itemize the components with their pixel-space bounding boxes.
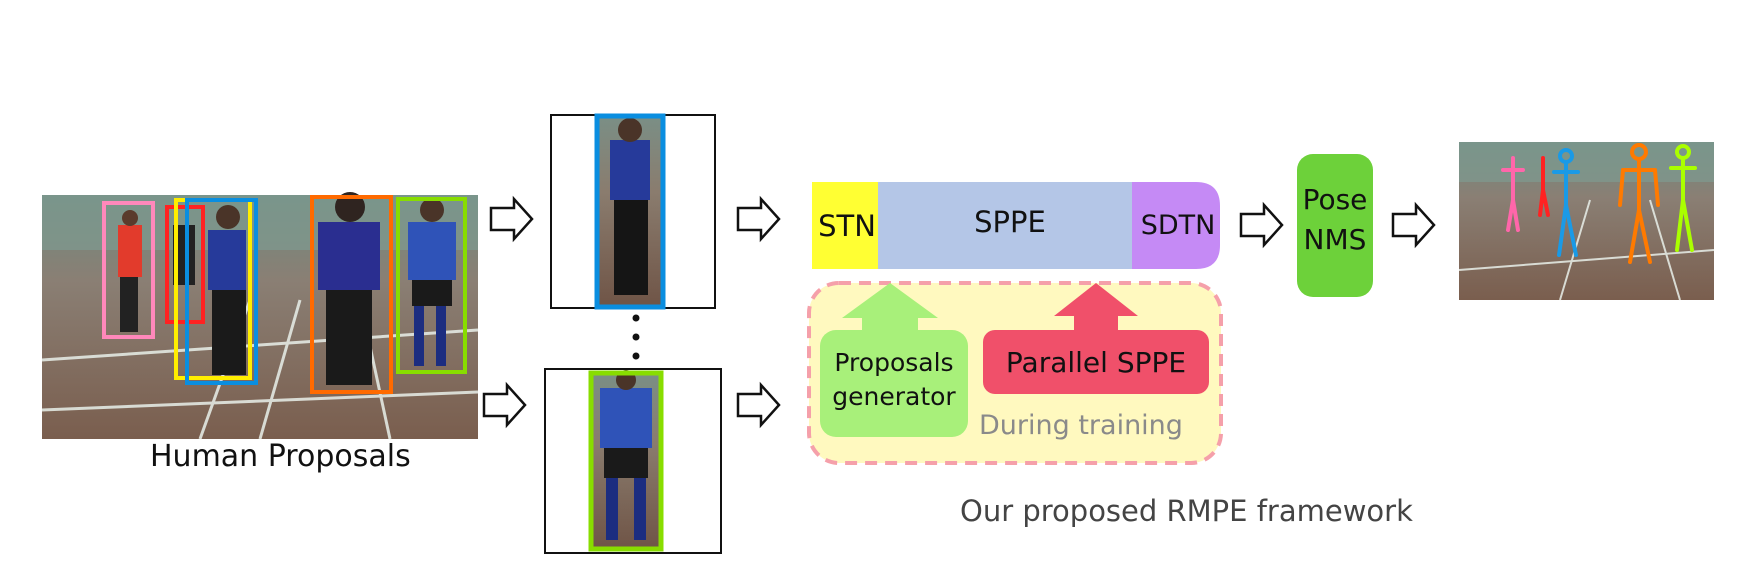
parallel-sppe-box xyxy=(983,330,1209,394)
during-training-label: During training xyxy=(979,410,1183,441)
crop-bottom xyxy=(544,368,722,554)
red-arrow-icon xyxy=(1054,283,1138,330)
proposals-generator-label: Proposals generator xyxy=(820,346,968,414)
sppe-label: SPPE xyxy=(974,204,1046,239)
input-image xyxy=(41,192,479,440)
caption: Our proposed RMPE framework xyxy=(960,494,1413,528)
skeleton-orange xyxy=(1618,143,1660,264)
proposals-generator-box xyxy=(820,330,968,437)
pose-nms-line2: NMS xyxy=(1303,223,1367,256)
skeleton-red xyxy=(1538,156,1550,217)
arrow-icon xyxy=(482,381,527,429)
proposals-generator-line1: Proposals xyxy=(834,348,954,377)
stn-label: STN xyxy=(818,208,876,243)
arrow-icon xyxy=(736,195,781,243)
green-arrow-icon xyxy=(842,283,938,332)
arrow-icon xyxy=(736,381,781,429)
ellipsis-dots xyxy=(632,314,640,360)
human-proposals-label: Human Proposals xyxy=(150,439,411,474)
parallel-sppe-label: Parallel SPPE xyxy=(1005,345,1187,379)
proposal-box-orange xyxy=(310,195,393,394)
pose-nms-line1: Pose xyxy=(1302,183,1368,216)
proposal-box-green xyxy=(396,197,467,374)
proposal-box-pink xyxy=(102,201,155,339)
sppe-pipeline xyxy=(812,182,1220,269)
skeleton-green xyxy=(1669,144,1697,252)
arrow-icon xyxy=(1239,201,1284,249)
pose-nms-label: Pose NMS xyxy=(1297,180,1373,260)
sdtn-label: SDTN xyxy=(1140,210,1216,241)
skeleton-blue xyxy=(1552,148,1580,257)
arrow-icon xyxy=(489,195,534,243)
proposals-generator-line2: generator xyxy=(832,382,956,411)
people xyxy=(118,192,456,385)
output-image xyxy=(1458,142,1715,301)
proposal-box-blue xyxy=(185,198,258,385)
crop-top xyxy=(550,113,716,310)
arrow-icon xyxy=(1391,201,1436,249)
skeleton-pink xyxy=(1501,156,1525,232)
pose-nms-box xyxy=(1297,154,1373,297)
